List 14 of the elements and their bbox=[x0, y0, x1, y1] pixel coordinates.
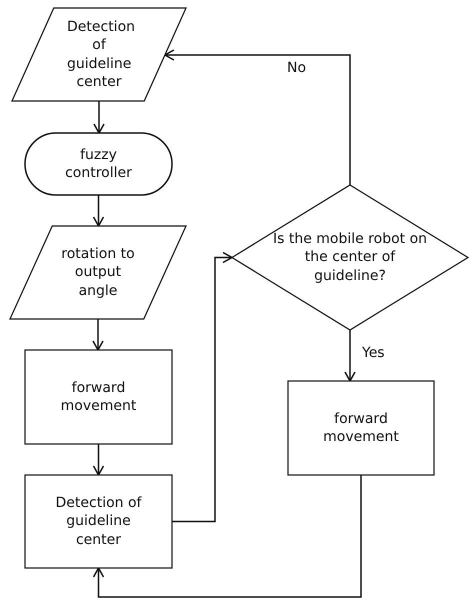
node-text: forward movement bbox=[322, 410, 400, 446]
arrow bbox=[344, 330, 356, 382]
node-text: rotation to output angle bbox=[60, 245, 136, 300]
node-text: Detection of guideline center bbox=[54, 494, 143, 549]
arrow bbox=[92, 195, 104, 227]
arrow bbox=[93, 101, 105, 134]
arrow bbox=[92, 475, 362, 598]
node-text: Is the mobile robot on the center of guideline? bbox=[272, 230, 428, 285]
node-text: forward movement bbox=[60, 378, 138, 416]
node-text: fuzzy controller bbox=[64, 146, 133, 182]
arrow bbox=[92, 444, 104, 476]
arrow bbox=[92, 319, 104, 351]
arrow bbox=[164, 49, 351, 185]
arrow bbox=[172, 252, 233, 522]
